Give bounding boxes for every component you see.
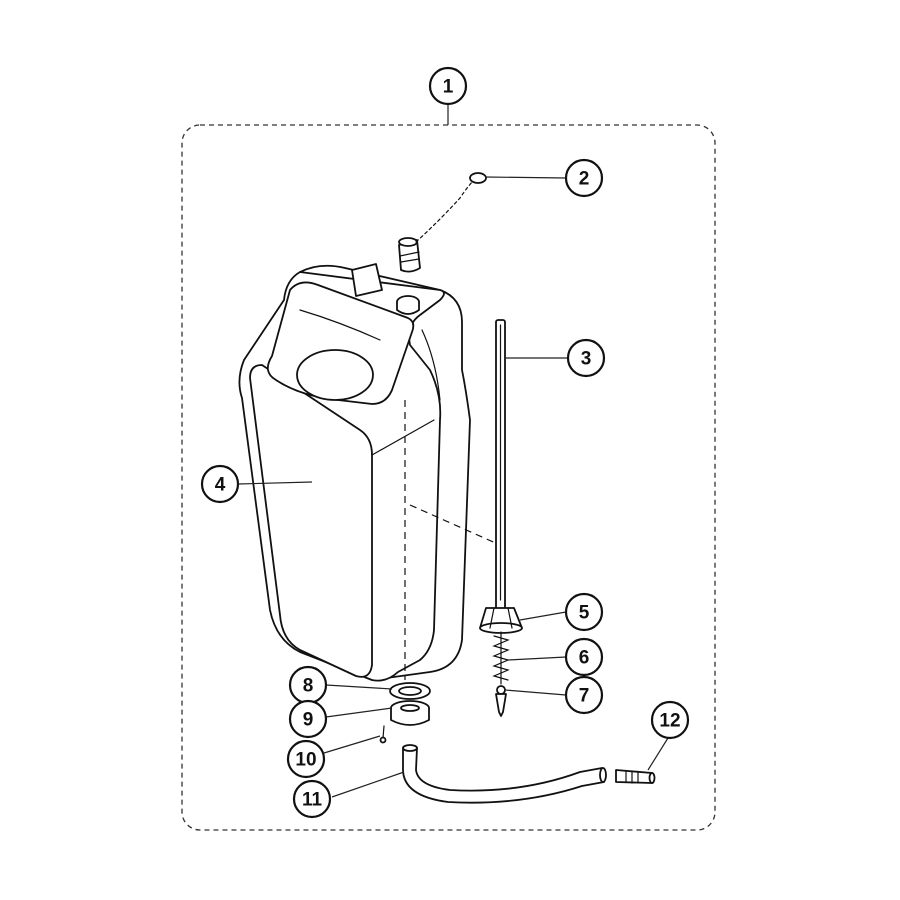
leader-line-11 xyxy=(331,771,405,798)
leader-line-10 xyxy=(323,735,381,754)
part-spring[interactable] xyxy=(492,631,510,685)
callout-4: 4 xyxy=(200,464,240,504)
leader-line-2 xyxy=(484,176,567,179)
callout-label-1: 1 xyxy=(443,77,454,98)
callout-label-7: 7 xyxy=(579,686,590,707)
callout-label-2: 2 xyxy=(579,169,590,190)
leader-line-12 xyxy=(647,737,669,771)
part-cap-with-chain[interactable] xyxy=(398,172,487,273)
callout-12: 12 xyxy=(650,700,690,740)
callout-2: 2 xyxy=(564,158,604,198)
callout-8: 8 xyxy=(288,665,328,705)
part-foot-valve[interactable] xyxy=(495,685,507,717)
callout-1: 1 xyxy=(428,66,468,106)
callout-3: 3 xyxy=(566,338,606,378)
callout-label-11: 11 xyxy=(302,790,323,811)
leader-line-9 xyxy=(325,707,393,718)
callout-label-12: 12 xyxy=(659,711,680,732)
leader-line-7 xyxy=(504,689,567,696)
leader-line-6 xyxy=(507,656,567,661)
callout-7: 7 xyxy=(564,675,604,715)
part-hose[interactable] xyxy=(402,744,607,804)
callout-label-9: 9 xyxy=(303,710,314,731)
callout-label-6: 6 xyxy=(579,648,590,669)
part-tank[interactable] xyxy=(238,263,501,682)
part-nut[interactable] xyxy=(479,607,523,634)
leader-line-4 xyxy=(237,481,313,485)
part-washer[interactable] xyxy=(389,682,431,700)
leader-line-5 xyxy=(519,611,567,621)
callout-10: 10 xyxy=(286,739,326,779)
callout-label-5: 5 xyxy=(579,603,590,624)
callout-label-8: 8 xyxy=(303,676,314,697)
callout-label-3: 3 xyxy=(581,349,592,370)
part-suction-rod[interactable] xyxy=(495,319,506,611)
callout-6: 6 xyxy=(564,637,604,677)
callout-5: 5 xyxy=(564,592,604,632)
callout-11: 11 xyxy=(292,779,332,819)
part-outlet-fitting[interactable] xyxy=(390,700,430,726)
part-screw[interactable] xyxy=(379,725,387,744)
callout-label-10: 10 xyxy=(295,750,316,771)
part-hose-connector[interactable] xyxy=(615,769,656,784)
callout-9: 9 xyxy=(288,699,328,739)
assembly-group-outline xyxy=(181,124,716,831)
callout-label-4: 4 xyxy=(215,475,226,496)
leader-line-8 xyxy=(325,684,393,690)
